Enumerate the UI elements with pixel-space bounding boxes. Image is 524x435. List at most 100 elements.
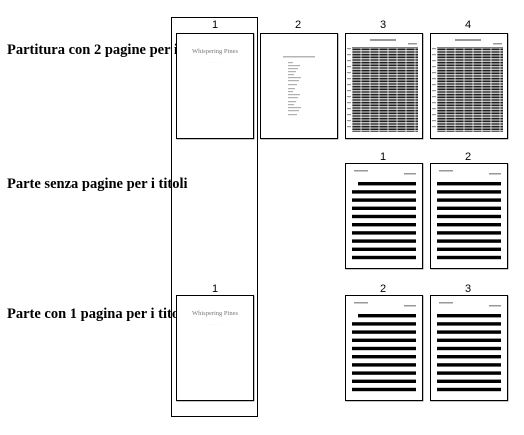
- instrument-mark: [347, 48, 351, 50]
- staff-bar: [352, 190, 416, 194]
- credit-mark: [288, 107, 301, 109]
- instrument-mark: [347, 66, 351, 68]
- header-mark: [493, 43, 502, 45]
- staff-bar: [352, 330, 416, 334]
- header-mark: [489, 173, 501, 175]
- staff-bar: [352, 231, 416, 235]
- staff-bar: [358, 182, 416, 186]
- credit-mark: [288, 80, 299, 82]
- staff-bar: [352, 346, 416, 351]
- instrument-mark: [432, 60, 436, 62]
- credit-mark: [288, 77, 301, 79]
- instrument-mark: [432, 84, 436, 86]
- staff-bar: [437, 223, 501, 227]
- part-staves: [352, 170, 416, 260]
- staff-bar: [352, 214, 416, 219]
- staff-bar: [437, 346, 501, 351]
- credit-mark: [283, 56, 315, 58]
- instrument-mark: [432, 126, 436, 128]
- page-subtitle-marks: · · · · · · · ·: [208, 60, 222, 64]
- staff-bar: [352, 239, 416, 243]
- row-label-score: Partitura con 2 pagine per i titoli: [7, 42, 211, 58]
- instrument-mark: [432, 72, 436, 74]
- part-staves: [437, 170, 501, 260]
- page-title-text: Whispering Pines: [191, 310, 239, 317]
- staff-bar: [352, 247, 416, 251]
- header-mark: [404, 305, 416, 307]
- page-number-part-b-3: 3: [464, 283, 472, 295]
- staff-bar: [437, 231, 501, 235]
- staff-bar: [437, 314, 501, 318]
- instrument-mark: [347, 90, 351, 92]
- staff-bar: [437, 206, 501, 210]
- instrument-mark: [432, 54, 436, 56]
- instrument-mark: [347, 120, 351, 122]
- staff-bar: [437, 247, 501, 251]
- page-number-part-a-2: 2: [464, 151, 472, 163]
- staff-bar: [437, 322, 501, 326]
- staff-bar: [437, 182, 501, 186]
- credit-mark: [288, 65, 300, 67]
- staff-bar: [352, 198, 416, 202]
- page-number-score-3: 3: [379, 19, 387, 31]
- staff-bar: [352, 387, 416, 392]
- staff-bar: [437, 214, 501, 219]
- header-mark: [408, 43, 417, 45]
- credit-mark: [288, 88, 295, 90]
- staff-bar: [352, 223, 416, 227]
- staff-bar: [437, 338, 501, 342]
- credit-mark: [288, 97, 298, 99]
- instrument-mark: [432, 114, 436, 116]
- staff-bar: [352, 379, 416, 383]
- staff-bar: [352, 338, 416, 342]
- staff-bar: [352, 363, 416, 367]
- instrument-mark: [432, 48, 436, 50]
- credit-mark: [288, 101, 296, 103]
- staff-bar: [437, 387, 501, 392]
- credit-mark: [288, 104, 294, 106]
- header-mark: [455, 39, 481, 41]
- header-mark: [439, 302, 453, 304]
- credit-mark: [288, 68, 298, 70]
- page-thumbnail-part-b-music-1: [345, 295, 423, 401]
- instrument-mark: [347, 72, 351, 74]
- page-number-score-4: 4: [464, 19, 472, 31]
- staff-bar: [352, 355, 416, 359]
- part-staves: [352, 302, 416, 392]
- part-staves: [437, 302, 501, 392]
- instrument-mark: [347, 114, 351, 116]
- instrument-mark: [347, 60, 351, 62]
- title-pages-column-frame: [171, 17, 258, 417]
- instrument-mark: [432, 96, 436, 98]
- staff-bar: [358, 314, 416, 318]
- staff-bar: [437, 255, 501, 260]
- instrument-mark: [347, 108, 351, 110]
- row-label-part-one-title: Parte con 1 pagina per i titoli: [7, 306, 188, 322]
- page-thumbnail-score-credits: [260, 33, 338, 139]
- staff-bar: [437, 190, 501, 194]
- header-mark: [354, 170, 368, 172]
- instrument-mark: [432, 108, 436, 110]
- page-thumbnail-part-b-title: Whispering Pines · · · · · · · ·: [176, 295, 254, 401]
- credit-mark: [288, 74, 294, 76]
- header-mark: [439, 170, 453, 172]
- staff-bar: [352, 371, 416, 375]
- instrument-mark: [347, 96, 351, 98]
- credit-mark: [288, 94, 300, 96]
- page-thumbnail-part-a-music-1: [345, 163, 423, 269]
- page-subtitle-marks: · · · · · · · ·: [208, 322, 222, 326]
- staff-bar: [352, 322, 416, 326]
- page-thumbnail-score-title: Whispering Pines · · · · · · · ·: [176, 33, 254, 139]
- instrument-mark: [347, 78, 351, 80]
- credit-mark: [288, 114, 297, 116]
- credit-mark: [288, 84, 297, 86]
- page-number-part-a-1: 1: [379, 151, 387, 163]
- instrument-mark: [432, 90, 436, 92]
- credit-mark: [288, 71, 296, 73]
- page-title-text: Whispering Pines: [191, 48, 239, 55]
- staff-bar: [437, 330, 501, 334]
- instrument-mark: [347, 102, 351, 104]
- score-block: [436, 47, 503, 132]
- instrument-mark: [432, 102, 436, 104]
- page-thumbnail-score-music-2: [430, 33, 508, 139]
